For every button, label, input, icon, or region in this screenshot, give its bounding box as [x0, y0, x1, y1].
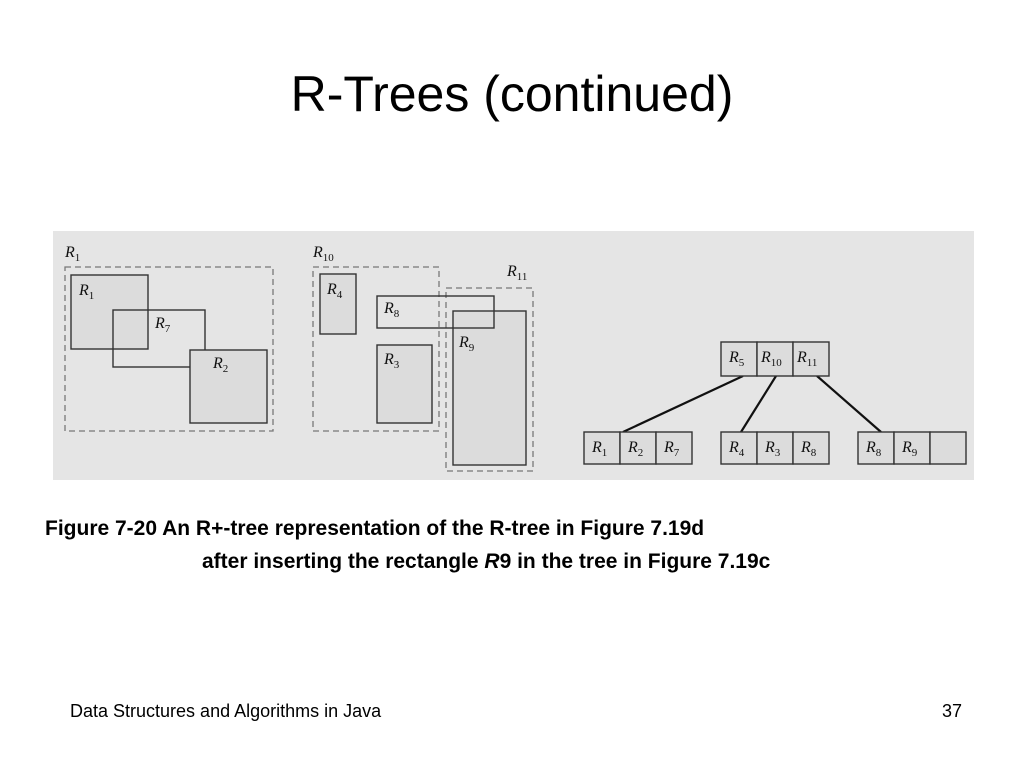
tree-leaf-node-1 — [583, 431, 693, 465]
rect-r7 — [112, 309, 206, 368]
rect-r1 — [70, 274, 149, 350]
tree-edge-middle — [740, 375, 777, 433]
figure-caption: Figure 7-20 An R+-tree representation of… — [45, 512, 985, 578]
leaf1-entry-r2: R2 — [627, 439, 643, 459]
region-r11-bounding — [445, 287, 534, 472]
slide-title: R-Trees (continued) — [290, 66, 734, 122]
label-r1-region: R1 — [64, 244, 80, 264]
tree-leaf-node-3 — [857, 431, 967, 465]
rect-r4 — [319, 273, 357, 335]
tree-leaf-node-2 — [720, 431, 830, 465]
leaf2-entry-r4: R4 — [728, 439, 745, 459]
figure-panel: R1 R1 R7 R2 R10 R4 R8 R3 R9 R11 R5 R10 R… — [53, 231, 974, 480]
rect-r8 — [376, 295, 495, 329]
leaf2-entry-r3: R3 — [764, 439, 781, 459]
root-entry-r11: R11 — [796, 349, 817, 369]
label-r10-region: R10 — [312, 244, 334, 264]
caption-line-2: after inserting the rectangle R9 in the … — [202, 550, 771, 573]
label-r8: R8 — [383, 300, 400, 320]
leaf1-entry-r1: R1 — [591, 439, 607, 459]
tree-root-node — [720, 341, 830, 377]
leaf2-entry-r8: R8 — [800, 439, 817, 459]
footer-course-title: Data Structures and Algorithms in Java — [70, 701, 382, 721]
footer-page-number: 37 — [941, 701, 962, 721]
label-r1: R1 — [78, 282, 94, 302]
label-r11-region: R11 — [506, 263, 527, 283]
root-entry-r5: R5 — [728, 349, 745, 369]
region-r1-bounding — [64, 266, 274, 432]
label-r3: R3 — [383, 351, 400, 371]
leaf3-entry-r9: R9 — [901, 439, 918, 459]
rect-r2 — [189, 349, 268, 424]
label-r7: R7 — [154, 315, 171, 335]
root-entry-r10: R10 — [760, 349, 782, 369]
leaf3-entry-r8: R8 — [865, 439, 882, 459]
tree-edge-left — [622, 375, 744, 433]
caption-line-1: Figure 7-20 An R+-tree representation of… — [45, 517, 705, 540]
label-r2: R2 — [212, 355, 228, 375]
rect-r3 — [376, 344, 433, 424]
tree-edge-right — [816, 375, 882, 433]
region-r10-bounding — [312, 266, 440, 432]
label-r9: R9 — [458, 334, 475, 354]
label-r4: R4 — [326, 281, 343, 301]
leaf1-entry-r7: R7 — [663, 439, 680, 459]
rtree-diagram: R1 R1 R7 R2 R10 R4 R8 R3 R9 R11 R5 R10 R… — [64, 244, 967, 472]
rect-r9 — [452, 310, 527, 466]
